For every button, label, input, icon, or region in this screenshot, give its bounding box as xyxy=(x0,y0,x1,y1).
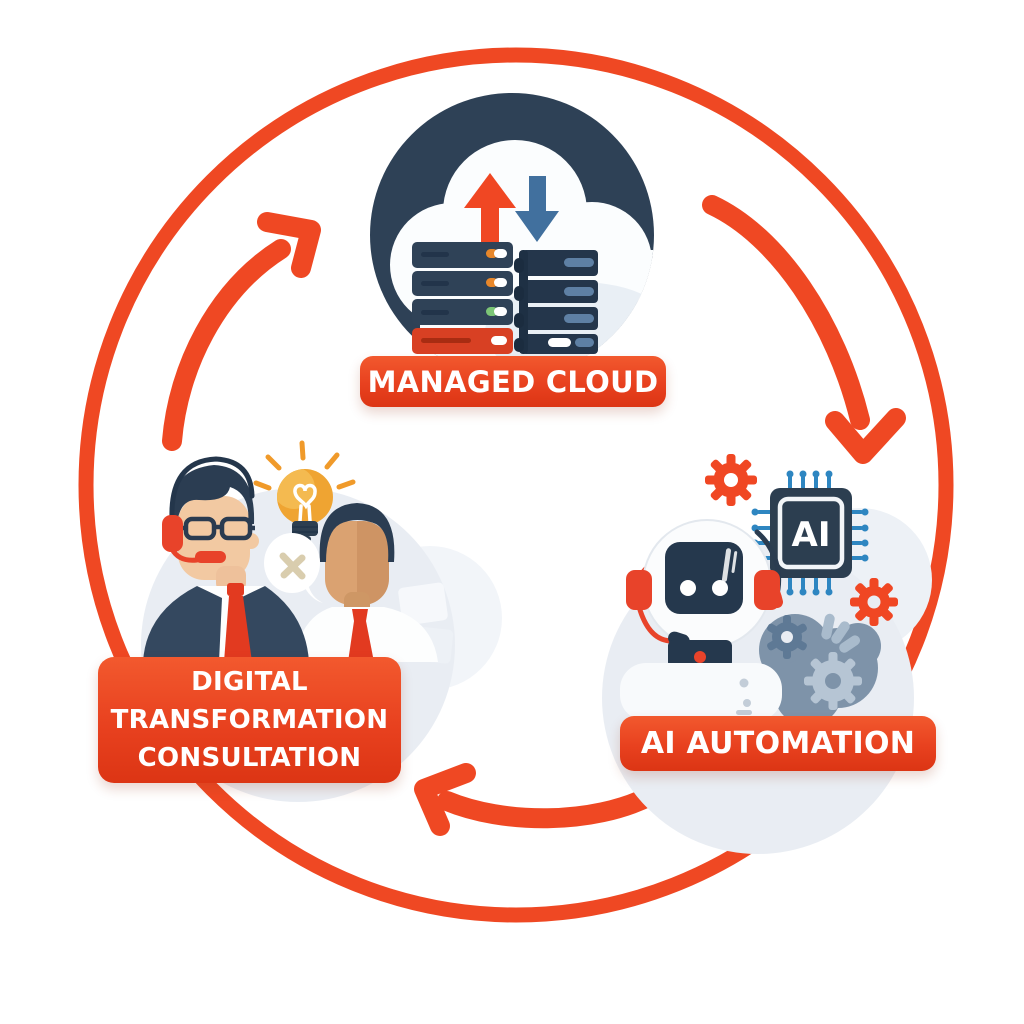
robot-earcup xyxy=(626,570,652,610)
headset-earcup xyxy=(162,515,183,552)
speech-bubble-icon xyxy=(264,533,323,603)
digital-line-2: TRANSFORMATION xyxy=(110,705,389,735)
robot-mic-boom xyxy=(637,607,675,644)
gear-red-icon xyxy=(850,578,898,626)
robot-face-screen xyxy=(665,542,743,614)
consultant-tie xyxy=(224,596,252,662)
chip-label: AI xyxy=(792,515,831,555)
robot-body xyxy=(620,663,782,721)
server-slot xyxy=(564,287,594,296)
consultant-figure xyxy=(143,456,309,662)
brain-fingers xyxy=(821,613,861,653)
robot-earcup xyxy=(754,570,780,610)
chip-pins xyxy=(751,470,869,596)
brain-gears-icon xyxy=(759,613,881,726)
arrow-ai-to-consultation xyxy=(414,763,662,836)
headset-mic xyxy=(195,551,226,563)
led-white xyxy=(491,336,507,345)
arrow-cloud-to-ai xyxy=(702,195,906,464)
robot-icon xyxy=(620,519,783,721)
client-tie xyxy=(352,609,368,621)
led-white xyxy=(494,307,507,316)
ai-automation-icon: AI xyxy=(602,454,932,854)
ai-chip-icon: AI xyxy=(751,470,869,596)
robot-eye xyxy=(680,580,696,596)
headset-band xyxy=(169,456,255,522)
arrow-consultation-to-cloud xyxy=(162,212,321,451)
client-face xyxy=(325,521,389,605)
server-slot xyxy=(564,258,594,267)
upload-arrow-icon xyxy=(464,173,516,250)
consultant-tie xyxy=(227,583,244,596)
led-white xyxy=(494,249,507,258)
digital-line-1: DIGITAL xyxy=(191,667,308,697)
envelope-icon xyxy=(398,582,448,626)
server-slot xyxy=(564,314,594,323)
filament xyxy=(293,483,317,523)
lightbulb-rays xyxy=(253,440,356,491)
gear-small-dark-icon xyxy=(767,615,807,659)
chip-body xyxy=(770,488,852,578)
managed-cloud-icon xyxy=(370,93,654,377)
node-label-digital-transformation-consultation: DIGITAL TRANSFORMATION CONSULTATION xyxy=(98,657,401,783)
node-label-managed-cloud: MANAGED CLOUD xyxy=(360,356,666,407)
ai-automation-text: AI AUTOMATION xyxy=(640,726,916,761)
suit-lapel xyxy=(143,586,222,662)
client-tie xyxy=(348,621,374,662)
lightbulb-icon xyxy=(253,440,356,542)
gear-large-light-icon xyxy=(804,652,862,710)
server-rack-back-icon xyxy=(514,250,598,354)
headset-mic-boom xyxy=(169,546,200,563)
server-slot-white xyxy=(548,338,571,347)
suit-lapel xyxy=(240,586,309,662)
bubble-glyph xyxy=(279,552,306,580)
gear-red-icon xyxy=(705,454,757,506)
server-rack-front-icon xyxy=(412,242,513,354)
robot-eye xyxy=(712,580,728,596)
client-hair xyxy=(319,503,395,562)
server-slot xyxy=(575,338,594,347)
digital-line-3: CONSULTATION xyxy=(137,743,362,773)
download-arrow-icon xyxy=(515,176,559,242)
client-figure xyxy=(295,503,438,662)
node-label-ai-automation: AI AUTOMATION xyxy=(620,716,936,771)
cycle-ring xyxy=(78,47,954,923)
managed-cloud-text: MANAGED CLOUD xyxy=(367,364,659,399)
consultant-hair xyxy=(169,465,255,524)
led-white xyxy=(494,278,507,287)
chip-border xyxy=(777,496,845,570)
